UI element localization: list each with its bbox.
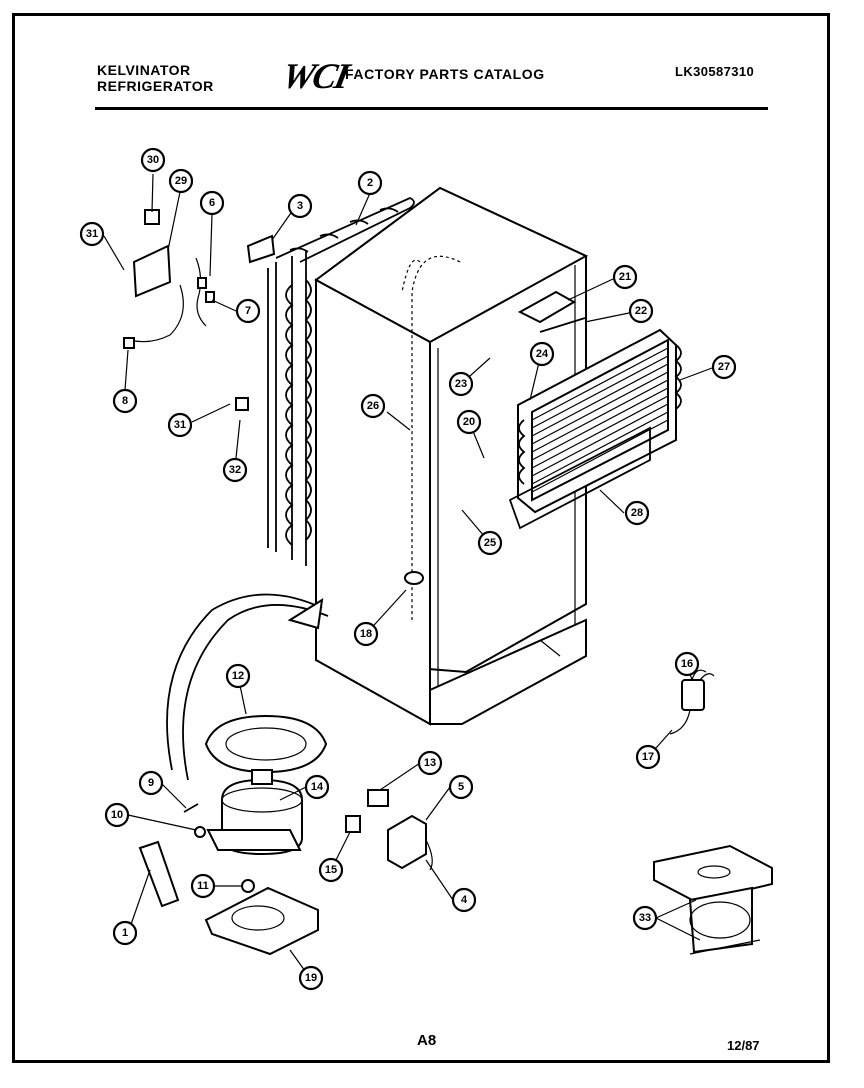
callout-12: 12 — [225, 663, 251, 689]
drain-fitting — [404, 571, 424, 585]
callout-27: 27 — [711, 354, 737, 380]
page-id: A8 — [417, 1032, 437, 1049]
callout-8: 8 — [112, 388, 138, 414]
callout-28: 28 — [624, 500, 650, 526]
callout-9: 9 — [138, 770, 164, 796]
callout-29: 29 — [168, 168, 194, 194]
svg-text:3: 3 — [297, 200, 303, 212]
svg-text:6: 6 — [209, 197, 215, 209]
callout-3: 3 — [287, 193, 313, 219]
callout-26: 26 — [360, 393, 386, 419]
svg-text:22: 22 — [635, 305, 647, 317]
svg-text:8: 8 — [122, 395, 128, 407]
evaporator — [508, 328, 682, 530]
svg-text:32: 32 — [229, 464, 241, 476]
svg-text:19: 19 — [305, 972, 317, 984]
callout-31a: 31 — [79, 221, 105, 247]
svg-text:1: 1 — [122, 927, 128, 939]
svg-text:5: 5 — [458, 781, 464, 793]
svg-text:31: 31 — [86, 228, 98, 240]
svg-text:7: 7 — [245, 305, 251, 317]
relay-13 — [367, 789, 389, 807]
callout-2: 2 — [357, 170, 383, 196]
cabinet — [314, 186, 589, 726]
svg-text:12: 12 — [232, 670, 244, 682]
callout-14: 14 — [304, 774, 330, 800]
callout-22: 22 — [628, 298, 654, 324]
product-type: REFRIGERATOR — [97, 78, 214, 94]
callout-18: 18 — [353, 621, 379, 647]
callout-19: 19 — [298, 965, 324, 991]
svg-text:4: 4 — [461, 894, 468, 906]
svg-text:29: 29 — [175, 175, 187, 187]
bracket-3 — [246, 234, 276, 264]
callout-33: 33 — [632, 905, 658, 931]
callout-24: 24 — [529, 341, 555, 367]
overload-15 — [345, 815, 361, 833]
svg-text:2: 2 — [367, 177, 373, 189]
brand-name: KELVINATOR — [97, 62, 191, 78]
svg-text:24: 24 — [536, 348, 549, 360]
svg-text:26: 26 — [367, 400, 379, 412]
callout-23: 23 — [448, 371, 474, 397]
bracket-21 — [517, 290, 577, 324]
model-number: LK30587310 — [675, 64, 755, 79]
svg-text:15: 15 — [325, 864, 337, 876]
svg-text:14: 14 — [311, 781, 324, 793]
compressor-assembly — [138, 714, 328, 956]
capacitor-16 — [681, 679, 705, 711]
svg-text:18: 18 — [360, 628, 372, 640]
svg-text:28: 28 — [631, 507, 643, 519]
callout-6: 6 — [199, 190, 225, 216]
svg-text:33: 33 — [639, 912, 651, 924]
callout-10: 10 — [104, 802, 130, 828]
callout-16: 16 — [674, 651, 700, 677]
svg-text:27: 27 — [718, 361, 730, 373]
svg-text:10: 10 — [111, 809, 123, 821]
svg-text:25: 25 — [484, 537, 496, 549]
svg-text:23: 23 — [455, 378, 467, 390]
mounting-plate-29 — [132, 244, 172, 298]
callout-15: 15 — [318, 857, 344, 883]
svg-text:16: 16 — [681, 658, 693, 670]
svg-text:31: 31 — [174, 419, 186, 431]
callout-30: 30 — [140, 147, 166, 173]
callout-32: 32 — [222, 457, 248, 483]
condenser-coil — [267, 197, 415, 566]
svg-text:17: 17 — [642, 751, 654, 763]
callout-25: 25 — [477, 530, 503, 556]
callout-20: 20 — [456, 409, 482, 435]
callout-11: 11 — [190, 873, 216, 899]
catalog-title: FACTORY PARTS CATALOG — [345, 66, 545, 82]
drain-tube — [411, 255, 461, 620]
catalog-date: 12/87 — [727, 1038, 760, 1053]
callout-7: 7 — [235, 298, 261, 324]
callout-5: 5 — [448, 774, 474, 800]
fan-assembly-33 — [653, 844, 773, 955]
svg-text:20: 20 — [463, 416, 475, 428]
callout-1: 1 — [112, 920, 138, 946]
wire-harness-8 — [129, 284, 184, 343]
callout-13: 13 — [417, 750, 443, 776]
wire-6 — [195, 257, 207, 327]
callout-31b: 31 — [167, 412, 193, 438]
svg-text:9: 9 — [148, 777, 154, 789]
svg-text:21: 21 — [619, 271, 631, 283]
svg-text:11: 11 — [197, 880, 209, 892]
callout-4: 4 — [451, 887, 477, 913]
svg-text:13: 13 — [424, 757, 436, 769]
callout-17: 17 — [635, 744, 661, 770]
part-32 — [235, 397, 249, 411]
header-rule — [95, 107, 768, 110]
svg-text:30: 30 — [147, 154, 159, 166]
callout-21: 21 — [612, 264, 638, 290]
part-30 — [144, 209, 160, 225]
diagram-frame — [12, 13, 830, 1063]
heater-22 — [539, 317, 586, 333]
capacitor-5 — [387, 814, 427, 870]
